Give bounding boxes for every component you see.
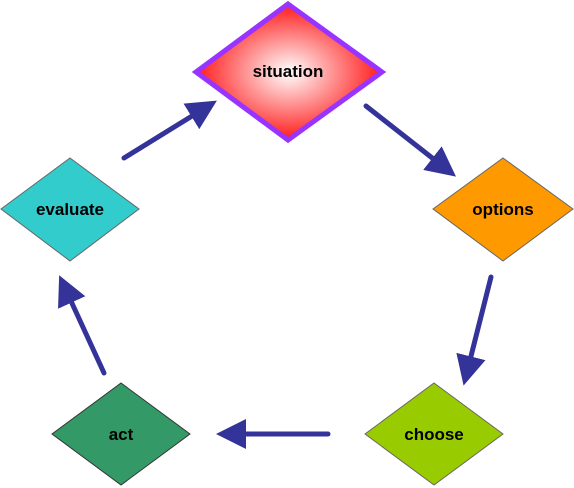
node-evaluate: evaluate	[0, 157, 140, 262]
arrow-options-to-choose	[456, 274, 494, 386]
node-options-label: options	[472, 200, 533, 219]
node-situation-shape	[191, 0, 387, 144]
node-choose-shape	[364, 382, 504, 486]
node-options: options	[432, 157, 574, 262]
node-act-shape	[51, 382, 191, 486]
arrow-act-to-evaluate	[58, 275, 107, 376]
arrow-situation-to-options	[363, 103, 457, 177]
node-act-label: act	[109, 425, 134, 444]
node-evaluate-shape	[0, 157, 140, 262]
arrows	[58, 100, 494, 449]
node-choose-label: choose	[404, 425, 464, 444]
node-situation-label: situation	[253, 62, 324, 81]
node-situation: situation	[191, 0, 387, 144]
node-act: act	[51, 382, 191, 486]
node-evaluate-label: evaluate	[36, 200, 104, 219]
node-options-shape	[432, 157, 574, 262]
node-choose: choose	[364, 382, 504, 486]
arrow-evaluate-to-situation	[121, 100, 217, 161]
